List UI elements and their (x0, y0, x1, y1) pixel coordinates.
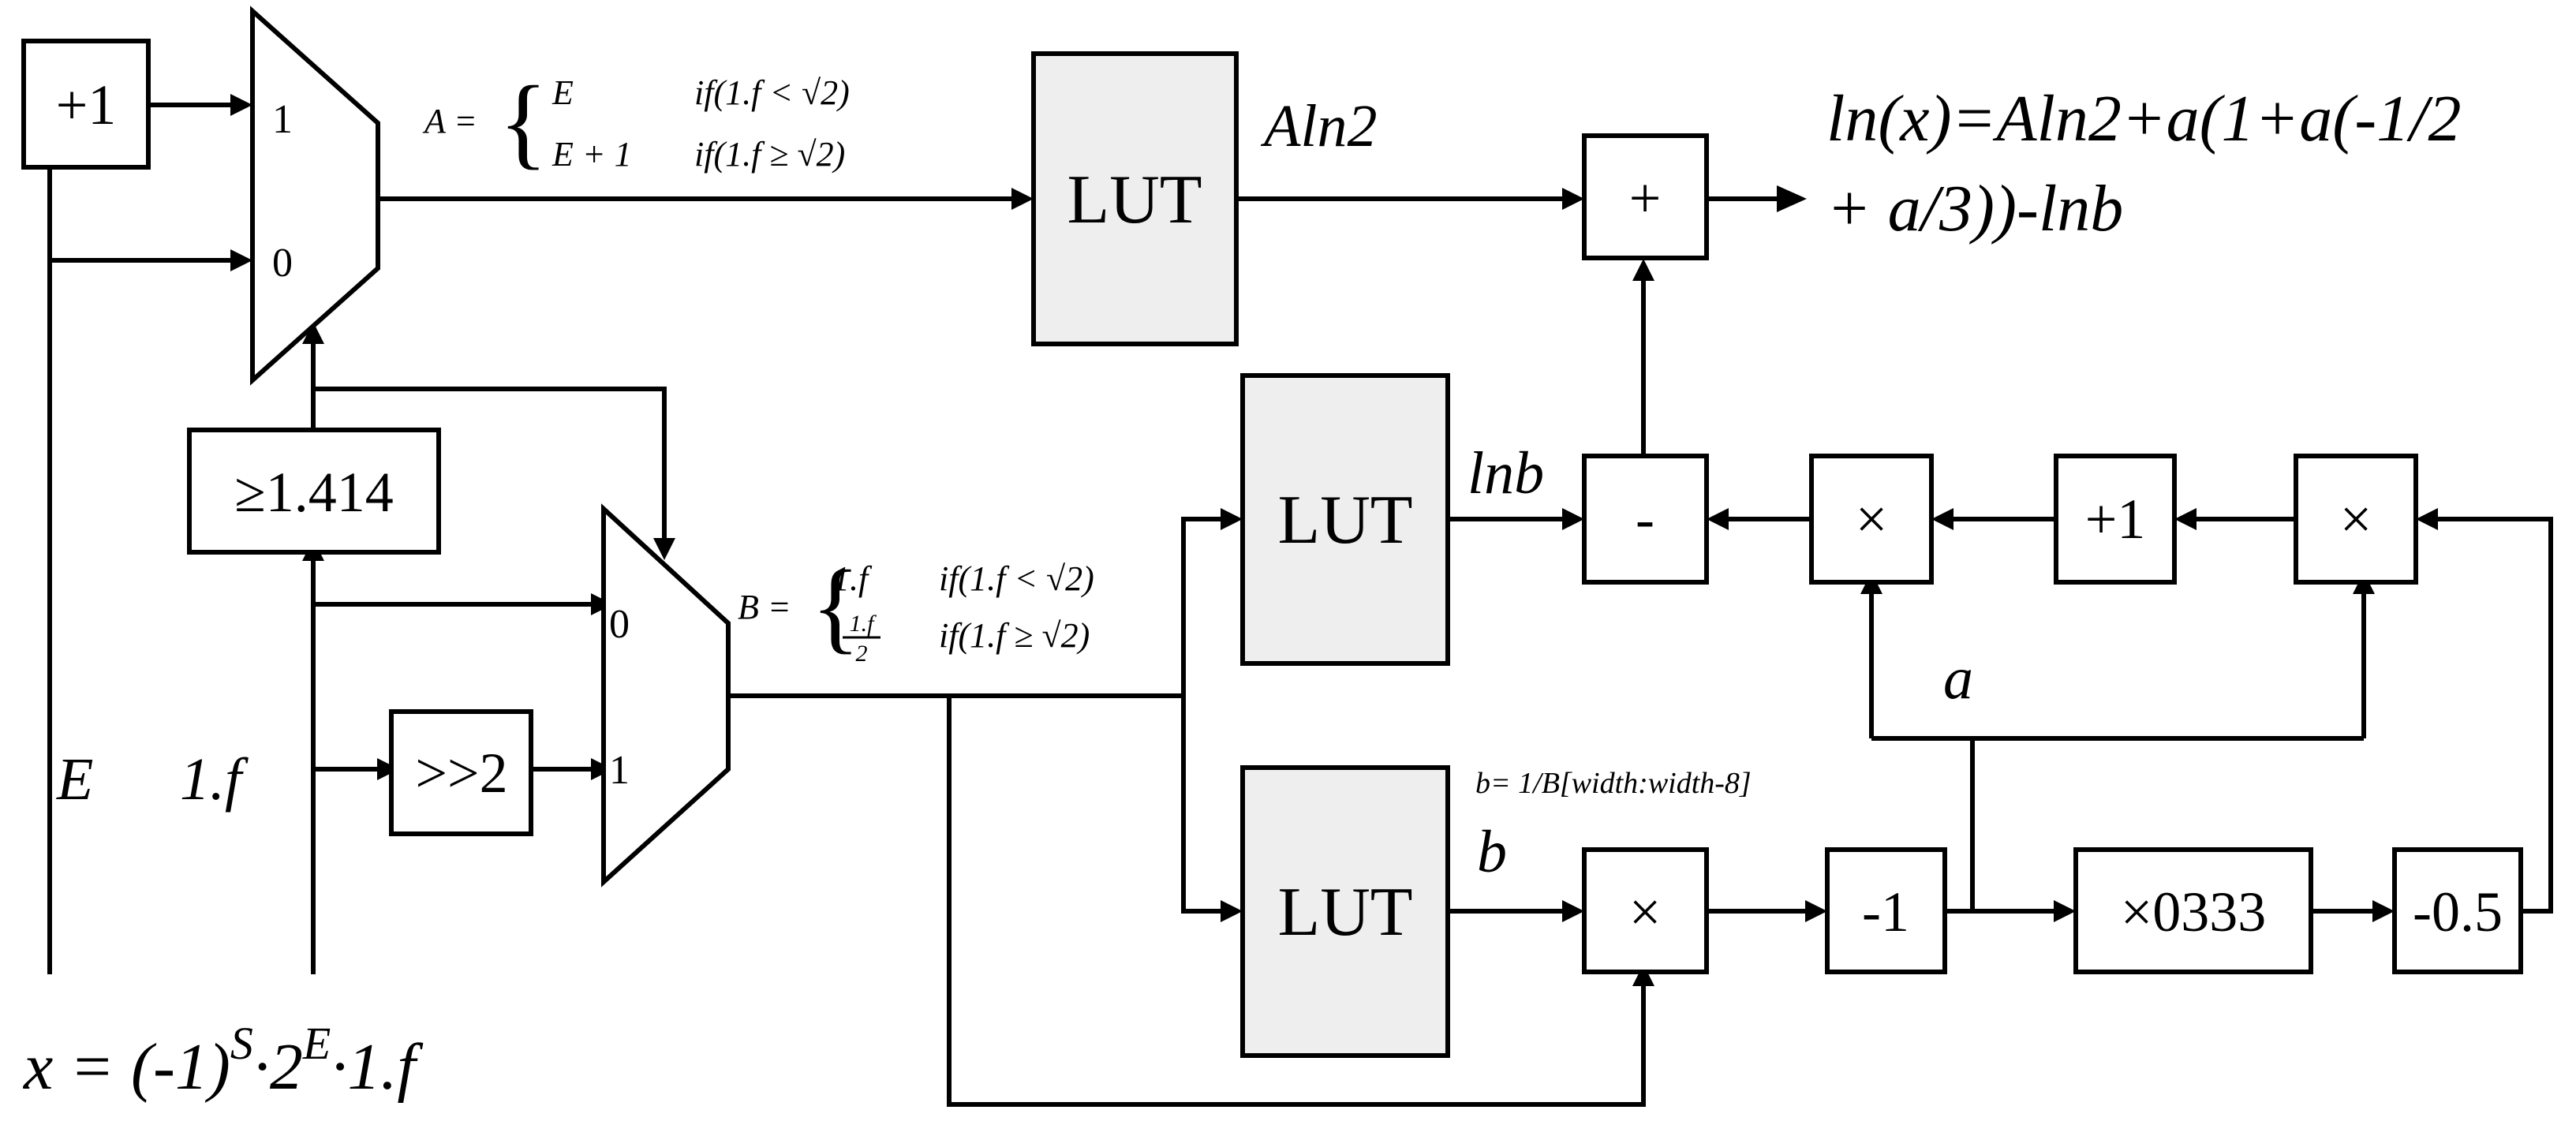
mux-top: 1 0 (250, 6, 380, 386)
eq-B-case1-value: 1.f (832, 559, 873, 598)
mult-a-block: × (1809, 454, 1934, 585)
arrowhead (1632, 259, 1654, 281)
arrowhead (1805, 900, 1827, 922)
minus-half-label: -0.5 (2413, 880, 2503, 944)
wire-compare-to-bottom-sel (313, 387, 667, 544)
lut-b-label: LUT (1277, 874, 1412, 951)
minus-one-label: -1 (1862, 880, 1909, 944)
arrowhead (1221, 508, 1243, 530)
arrowhead (230, 94, 252, 116)
arrowhead (1632, 964, 1654, 986)
eq-B-case2-numerator: 1.f (850, 611, 877, 637)
equation-B: B = { 1.f if(1.f < √2) 1.f 2 if(1.f ≥ √2… (738, 550, 1094, 667)
signal-label-f: 1.f (180, 746, 249, 813)
signal-label-Aln2: Aln2 (1260, 93, 1378, 159)
lut-b-block: LUT (1240, 765, 1450, 1058)
lut-a-block: LUT (1031, 51, 1239, 346)
mux-top-in0-label: 0 (272, 241, 293, 286)
input-eq-mid: ·2 (253, 1030, 303, 1104)
arrowheads (230, 94, 2438, 986)
input-eq-sup-s: S (230, 1018, 253, 1069)
eq-B-brace: { (811, 550, 860, 663)
wire-half-to-multr (2429, 517, 2553, 914)
adder-label: + (1629, 166, 1662, 230)
output-equation-line2: + a/3))-lnb (1826, 172, 2123, 245)
signal-label-E: E (56, 746, 93, 813)
input-eq-suffix: ·1.f (331, 1030, 424, 1104)
output-equation-line1: ln(x)=Aln2+a(1+a(-1/2 (1826, 82, 2462, 155)
subtractor-block: - (1582, 454, 1709, 585)
mult-right-label: × (2340, 488, 2372, 551)
eq-B-case2-condition: if(1.f ≥ √2) (939, 616, 1090, 655)
lut-a-label: LUT (1067, 162, 1202, 238)
arrowhead (2054, 900, 2076, 922)
plus-one-mid-block: +1 (2054, 454, 2177, 585)
equation-A: A = { E if(1.f < √2) E + 1 if(1.f ≥ √2) (422, 65, 850, 179)
signal-label-a: a (1943, 645, 1973, 712)
arrowhead (302, 322, 324, 344)
mux-bottom: 0 1 (601, 503, 731, 888)
arrowhead (1777, 185, 1807, 212)
eq-A-case2-condition: if(1.f ≥ √2) (694, 135, 845, 174)
input-eq-sup-e: E (302, 1018, 331, 1069)
arrowhead (1562, 508, 1584, 530)
input-eq-prefix: x = (-1) (22, 1030, 230, 1104)
mux-bottom-in1-label: 1 (609, 748, 630, 793)
arrowhead (1562, 188, 1584, 210)
minus-one-block: -1 (1825, 847, 1947, 974)
shift-label: >>2 (415, 742, 507, 805)
signal-label-lnb: lnb (1467, 440, 1544, 506)
mult-a-label: × (1856, 488, 1888, 551)
arrowhead (653, 538, 675, 560)
wire-B-to-lut-lnb (1181, 517, 1227, 696)
eq-B-case1-condition: if(1.f < √2) (939, 559, 1094, 598)
times-third-block: ×0333 (2073, 847, 2313, 974)
arrowhead (1011, 188, 1034, 210)
eq-B-lhs: B = (738, 588, 791, 626)
output-equation: ln(x)=Aln2+a(1+a(-1/2 + a/3))-lnb (1826, 82, 2462, 245)
mult-b-label: × (1629, 880, 1662, 944)
arrowhead (230, 249, 252, 271)
wires (47, 103, 2553, 1107)
arrowhead (1931, 508, 1953, 530)
arrowhead (377, 758, 399, 780)
mux-bottom-in0-label: 0 (609, 602, 630, 647)
eq-A-case1-value: E (551, 73, 574, 112)
wire-B-to-mult-b (947, 696, 1646, 1107)
plus-one-mid-label: +1 (2085, 488, 2146, 551)
eq-A-lhs: A = (422, 102, 477, 140)
minus-half-block: -0.5 (2392, 847, 2523, 974)
mux-top-in1-label: 1 (272, 97, 293, 142)
signal-label-b: b (1477, 819, 1507, 885)
shift-block: >>2 (389, 709, 533, 836)
arrowhead (1562, 900, 1584, 922)
b-width-note: b= 1/B[width:width-8] (1475, 767, 1752, 800)
subtractor-label: - (1636, 488, 1654, 551)
mult-b-block: × (1582, 847, 1709, 974)
arrowhead (1221, 900, 1243, 922)
lut-lnb-block: LUT (1240, 373, 1450, 666)
eq-A-case1-condition: if(1.f < √2) (694, 73, 850, 112)
plus-one-top-label: +1 (56, 73, 117, 136)
eq-B-case2-denominator: 2 (856, 641, 868, 667)
compare-label: ≥1.414 (234, 461, 394, 524)
arrowhead (1707, 508, 1729, 530)
eq-A-brace: { (499, 65, 548, 179)
arrowhead (2174, 508, 2197, 530)
mux-bottom-body (601, 503, 731, 888)
times-third-label: ×0333 (2121, 880, 2267, 944)
plus-one-top-block: +1 (21, 39, 151, 170)
mux-top-body (250, 6, 380, 386)
arrowhead (2416, 508, 2438, 530)
input-equation: x = (-1)S·2E·1.f (22, 1018, 424, 1104)
wire-B-to-lut-b (1181, 696, 1227, 914)
arrowhead (2372, 900, 2395, 922)
compare-block: ≥1.414 (187, 428, 441, 555)
adder-block: + (1582, 133, 1709, 260)
eq-A-case2-value: E + 1 (551, 135, 632, 174)
lut-lnb-label: LUT (1277, 482, 1412, 559)
mult-right-block: × (2294, 454, 2418, 585)
